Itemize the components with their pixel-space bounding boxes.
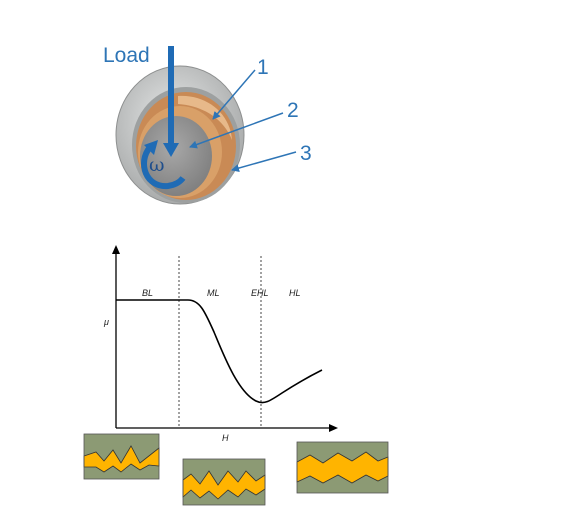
callout-line-1 (212, 69, 256, 120)
journal-bearing: Load ω 1 2 3 (103, 44, 312, 205)
callout-line-2 (189, 112, 284, 149)
callout-3: 3 (300, 142, 312, 165)
friction-curve (116, 299, 323, 404)
omega-label: ω (149, 154, 165, 176)
callout-line-3 (231, 151, 297, 172)
surface-frame (296, 441, 389, 494)
asperity-hydrodynamic (296, 441, 389, 494)
callout-2: 2 (287, 99, 299, 122)
rotation-arrow (141, 145, 186, 190)
x-axis-label: H (222, 433, 229, 443)
shaft (140, 116, 212, 196)
y-axis-label: μ (103, 317, 109, 327)
load-arrow-head (163, 143, 179, 157)
surface-frame (182, 458, 266, 506)
regime-label-ml: ML (207, 288, 220, 298)
bushing-highlight (178, 95, 232, 140)
regime-label-hl: HL (289, 288, 301, 298)
regime-label-bl: BL (142, 288, 153, 298)
lubricant-layer (83, 445, 160, 473)
load-label: Load (103, 44, 150, 67)
rotation-arrow-head (144, 140, 158, 155)
y-axis-arrow (112, 245, 120, 254)
regime-label-ehl: EHL (251, 288, 269, 298)
stribeck-curve-chart: μ H BL ML EHL HL (103, 245, 338, 443)
asperity-boundary (83, 433, 160, 480)
callout-1: 1 (257, 56, 269, 79)
asperity-mixed (182, 458, 266, 506)
x-axis-arrow (329, 424, 338, 432)
surface-frame (83, 433, 160, 480)
